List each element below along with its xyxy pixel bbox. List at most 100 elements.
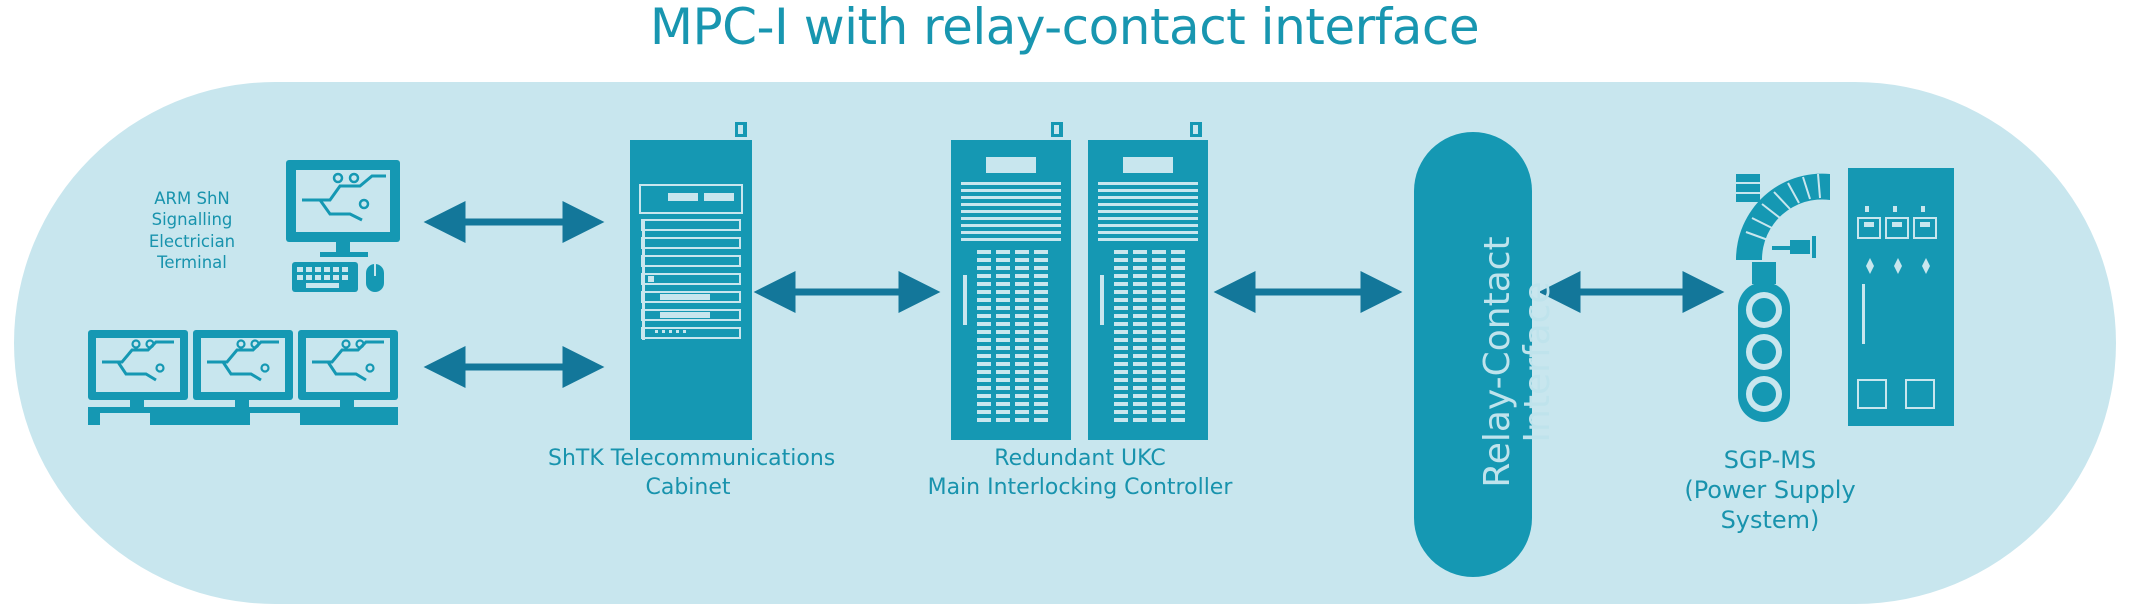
rack-module-slot bbox=[1114, 274, 1128, 278]
rack-module-slot bbox=[1034, 314, 1048, 318]
rack-module-slot bbox=[977, 258, 991, 262]
rack-module-slot bbox=[1034, 274, 1048, 278]
shtk-cabinet-label: ShTK Telecommunications Cabinet bbox=[548, 445, 835, 502]
rack-module-slot bbox=[977, 322, 991, 326]
rack-module-slot bbox=[1015, 258, 1029, 262]
rack-module-slot bbox=[977, 418, 991, 422]
rack-module-slot bbox=[1114, 306, 1128, 310]
rack-module-slot bbox=[996, 306, 1010, 310]
rack-module-slot bbox=[1114, 418, 1128, 422]
rack-module-slot bbox=[1133, 418, 1147, 422]
rack-module-slot bbox=[1171, 386, 1185, 390]
ukc-controller-label: Redundant UKC Main Interlocking Controll… bbox=[910, 445, 1250, 502]
rack-module-slot bbox=[1015, 274, 1029, 278]
rack-module-slot bbox=[1133, 274, 1147, 278]
arm-terminal-label: ARM ShN Signalling Electrician Terminal bbox=[140, 188, 244, 274]
rack-module-slot bbox=[1015, 290, 1029, 294]
rack-module-slot bbox=[1034, 290, 1048, 294]
rack-module-slot bbox=[977, 370, 991, 374]
rack-module-slot bbox=[996, 394, 1010, 398]
rack-module-slot bbox=[996, 314, 1010, 318]
rack-module-slot bbox=[977, 338, 991, 342]
rack-module-slot bbox=[1015, 410, 1029, 414]
rack-module-slot bbox=[1133, 266, 1147, 270]
rack-vent bbox=[1098, 231, 1198, 234]
rack-handle bbox=[963, 275, 967, 325]
rack-module-slot bbox=[996, 370, 1010, 374]
rack-vent bbox=[1098, 189, 1198, 192]
rack-module-slot bbox=[1133, 290, 1147, 294]
ukc-controller-label-line: Redundant UKC bbox=[994, 446, 1166, 471]
rack-module-slot bbox=[1015, 386, 1029, 390]
rack-module-slot bbox=[996, 338, 1010, 342]
rack-module-slot bbox=[996, 402, 1010, 406]
rack-module-slot bbox=[1133, 402, 1147, 406]
rack-module-slot bbox=[1152, 370, 1166, 374]
rack-module-slot bbox=[996, 298, 1010, 302]
relay-interface-label-line: Interface bbox=[1517, 281, 1558, 443]
rack-module-slot bbox=[1171, 362, 1185, 366]
rack-module-slot bbox=[977, 346, 991, 350]
rack-module-slot bbox=[1152, 386, 1166, 390]
rack-module-slot bbox=[1171, 354, 1185, 358]
rack-module-slot bbox=[1152, 322, 1166, 326]
rack-module-slot bbox=[1034, 410, 1048, 414]
rack-module-slot bbox=[1152, 418, 1166, 422]
rack-vent bbox=[961, 189, 1061, 192]
rack-module-slot bbox=[1133, 250, 1147, 254]
rack-module-slot bbox=[1133, 298, 1147, 302]
rack-vent bbox=[961, 196, 1061, 199]
rack-module-slot bbox=[996, 362, 1010, 366]
rack-module-slot bbox=[1171, 314, 1185, 318]
shtk-cabinet-label-line: Cabinet bbox=[645, 474, 731, 500]
rack-module-slot bbox=[1152, 410, 1166, 414]
shtk-cabinet-icon bbox=[630, 122, 752, 440]
rack-module-slot bbox=[1171, 306, 1185, 310]
rack-module-slot bbox=[1114, 394, 1128, 398]
rack-module-slot bbox=[1015, 282, 1029, 286]
rack-module-slot bbox=[1034, 282, 1048, 286]
rack-module-slot bbox=[1152, 354, 1166, 358]
rack-module-slot bbox=[1152, 298, 1166, 302]
rack-vent bbox=[1098, 182, 1198, 185]
ukc-controller-label-line: Main Interlocking Controller bbox=[927, 474, 1233, 500]
rack-module-slot bbox=[1015, 378, 1029, 382]
rack-module-slot bbox=[1114, 282, 1128, 286]
rack-module-slot bbox=[1152, 250, 1166, 254]
rack-module-slot bbox=[1171, 410, 1185, 414]
rack-module-slot bbox=[1015, 402, 1029, 406]
rack-module-slot bbox=[1034, 394, 1048, 398]
rack-vent bbox=[1098, 196, 1198, 199]
rack-module-slot bbox=[1171, 394, 1185, 398]
rack-module-slot bbox=[1114, 298, 1128, 302]
rack-module-slot bbox=[1171, 282, 1185, 286]
rack-vent bbox=[961, 224, 1061, 227]
diagram-title: MPC-I with relay-contact interface bbox=[649, 0, 1480, 56]
sgp-ms-label-line: SGP-MS bbox=[1723, 446, 1817, 474]
rack-module-slot bbox=[977, 402, 991, 406]
rack-module-slot bbox=[1133, 306, 1147, 310]
rack-module-slot bbox=[1114, 250, 1128, 254]
rack-module-slot bbox=[1171, 266, 1185, 270]
rack-module-slot bbox=[1015, 266, 1029, 270]
rack-module-slot bbox=[1034, 378, 1048, 382]
rack-module-slot bbox=[1034, 418, 1048, 422]
rack-module-slot bbox=[977, 266, 991, 270]
rack-module-slot bbox=[1114, 314, 1128, 318]
rack-module-slot bbox=[977, 250, 991, 254]
rack-module-slot bbox=[1015, 346, 1029, 350]
rack-module-slot bbox=[1152, 346, 1166, 350]
rack-module-slot bbox=[1171, 258, 1185, 262]
rack-module-slot bbox=[977, 410, 991, 414]
rack-module-slot bbox=[1152, 306, 1166, 310]
rack-module-slot bbox=[996, 410, 1010, 414]
rack-module-slot bbox=[1034, 370, 1048, 374]
rack-module-slot bbox=[1015, 322, 1029, 326]
operator-workstations-icon bbox=[88, 330, 398, 425]
rack-module-slot bbox=[1133, 322, 1147, 326]
rack-module-slot bbox=[1114, 370, 1128, 374]
rack-module-slot bbox=[996, 282, 1010, 286]
rack-module-slot bbox=[996, 322, 1010, 326]
rack-module-slot bbox=[996, 274, 1010, 278]
